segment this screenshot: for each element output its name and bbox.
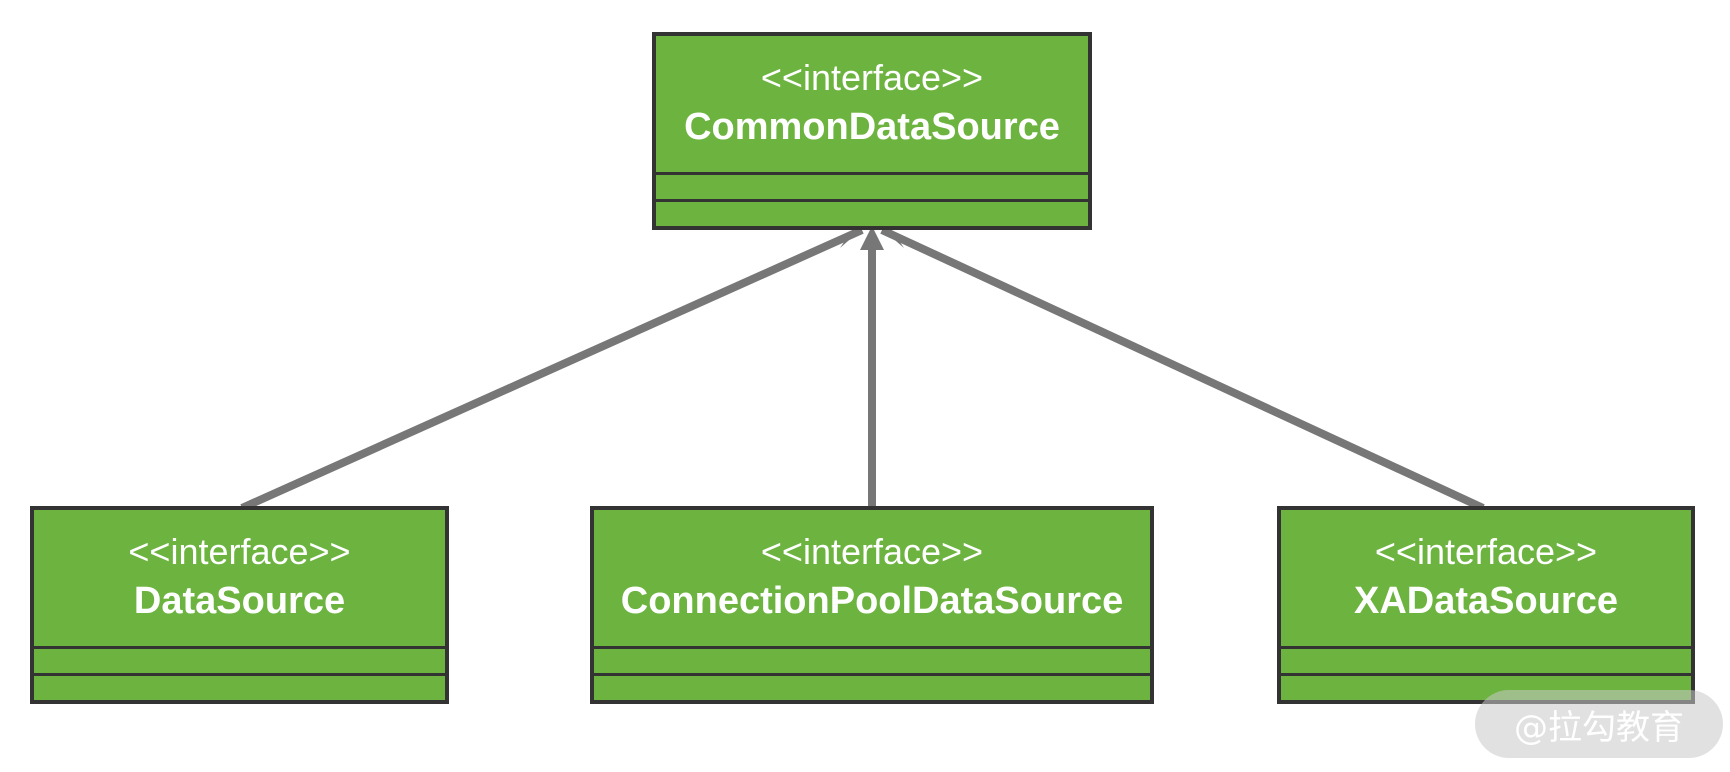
class-xadatasource[interactable]: <<interface>> XADataSource xyxy=(1277,506,1695,704)
class-connectionpooldatasource[interactable]: <<interface>> ConnectionPoolDataSource xyxy=(590,506,1154,704)
edge-xadatasource-to-common xyxy=(880,226,1485,512)
class-name: DataSource xyxy=(133,580,346,622)
class-commondatasource[interactable]: <<interface>> CommonDataSource xyxy=(652,32,1092,230)
class-header: <<interface>> CommonDataSource xyxy=(656,36,1088,175)
class-name: XADataSource xyxy=(1354,580,1618,622)
watermark: @拉勾教育 xyxy=(1475,690,1723,758)
class-datasource[interactable]: <<interface>> DataSource xyxy=(30,506,449,704)
operations-compartment xyxy=(656,202,1088,226)
attributes-compartment xyxy=(594,649,1150,676)
stereotype-label: <<interface>> xyxy=(1374,531,1598,572)
edge-datasource-to-common xyxy=(240,226,864,512)
attributes-compartment xyxy=(656,175,1088,202)
operations-compartment xyxy=(594,676,1150,700)
class-name: CommonDataSource xyxy=(684,106,1060,148)
class-header: <<interface>> XADataSource xyxy=(1281,510,1691,649)
class-header: <<interface>> DataSource xyxy=(34,510,445,649)
attributes-compartment xyxy=(1281,649,1691,676)
stereotype-label: <<interface>> xyxy=(128,531,351,572)
stereotype-label: <<interface>> xyxy=(760,531,984,572)
arrowhead-left xyxy=(840,228,863,248)
stereotype-label: <<interface>> xyxy=(760,57,984,98)
arrowhead-right xyxy=(881,228,904,248)
arrowhead-center xyxy=(860,226,884,250)
attributes-compartment xyxy=(34,649,445,676)
watermark-text: @拉勾教育 xyxy=(1514,707,1684,748)
class-name: ConnectionPoolDataSource xyxy=(620,580,1124,622)
class-header: <<interface>> ConnectionPoolDataSource xyxy=(594,510,1150,649)
operations-compartment xyxy=(34,676,445,700)
